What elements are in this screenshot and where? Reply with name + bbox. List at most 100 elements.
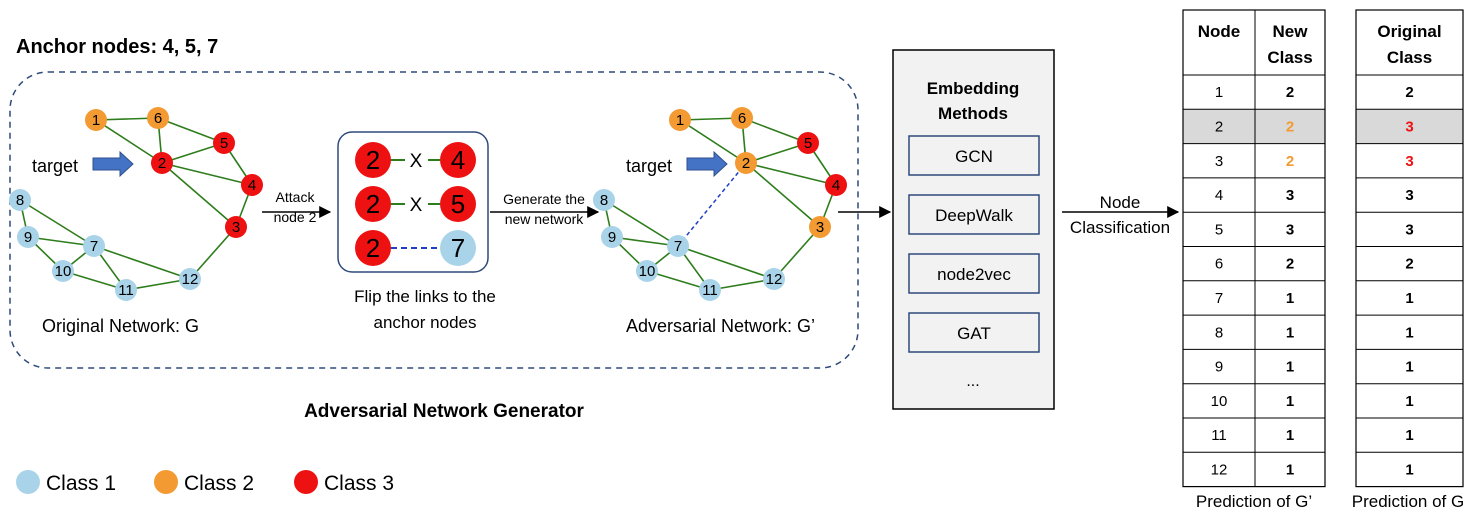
cell-node-7: 7	[1215, 290, 1223, 307]
node-circle	[593, 189, 615, 211]
method-gat: GAT	[908, 312, 1040, 353]
graph-node-9: 9	[601, 226, 623, 248]
node-label: 2	[742, 155, 750, 172]
graph-node-4: 4	[241, 174, 263, 196]
added-edge-7-2	[677, 162, 747, 247]
graph-node-1: 1	[85, 109, 107, 131]
node-label: 3	[816, 219, 824, 236]
cell-original-class-6: 2	[1405, 256, 1413, 273]
method-label: GCN	[955, 147, 993, 166]
graph-node-3: 3	[225, 216, 247, 238]
cell-new-class-8: 1	[1286, 324, 1294, 341]
edge-3-12	[189, 226, 237, 280]
node-circle	[9, 189, 31, 211]
cell-new-class-5: 3	[1286, 221, 1294, 238]
cell-new-class-1: 2	[1286, 84, 1294, 101]
method-label: DeepWalk	[935, 206, 1013, 225]
cell-node-10: 10	[1211, 393, 1228, 410]
node-label: 5	[804, 135, 812, 152]
cell-node-12: 12	[1211, 461, 1228, 478]
graph-node-5: 5	[213, 132, 235, 154]
node-label: 12	[766, 271, 783, 288]
graph-node-4: 4	[825, 174, 847, 196]
graph-node-6: 6	[147, 107, 169, 129]
legend-item-1: Class 1	[16, 470, 116, 495]
node-circle	[225, 216, 247, 238]
cell-node-11: 11	[1211, 427, 1227, 444]
graph-node-7: 7	[83, 235, 105, 257]
legend-swatch	[294, 470, 318, 494]
legend-label: Class 3	[324, 472, 394, 495]
node-label: 11	[702, 282, 718, 299]
attack-label-line2: node 2	[274, 209, 317, 225]
anchor-nodes-heading: Anchor nodes: 4, 5, 7	[16, 36, 218, 58]
edge-2-3	[745, 162, 821, 228]
original-network-label: Original Network: G	[42, 316, 199, 336]
cell-new-class-11: 1	[1286, 427, 1294, 444]
node-circle	[763, 268, 785, 290]
node-classification-line1: Node	[1100, 193, 1141, 212]
edge-7-12	[93, 245, 191, 280]
node-label: 1	[92, 112, 100, 129]
edge-6-5	[741, 117, 809, 144]
cell-node-3: 3	[1215, 153, 1223, 170]
node-circle	[699, 279, 721, 301]
node-label: 7	[90, 238, 98, 255]
node-circle	[147, 107, 169, 129]
node-label: 4	[248, 177, 256, 194]
cell-original-class-3: 3	[1405, 153, 1413, 170]
node-label: 8	[16, 192, 24, 209]
flip-target-node	[355, 230, 391, 266]
node-label: 10	[639, 263, 656, 280]
graph-node-7: 7	[667, 235, 689, 257]
node-classification-line2: Classification	[1070, 218, 1170, 237]
flip-cross-symbol: X	[410, 151, 423, 172]
flip-node-label: 5	[451, 189, 465, 219]
graph-node-8: 8	[593, 189, 615, 211]
new-table-caption: Prediction of G’	[1196, 492, 1312, 511]
node-label: 12	[182, 271, 199, 288]
cell-original-class-1: 2	[1405, 84, 1413, 101]
node-label: 1	[676, 112, 684, 129]
cell-original-class-7: 1	[1405, 290, 1413, 307]
node-circle	[797, 132, 819, 154]
method-box	[908, 194, 1040, 235]
graph-node-6: 6	[731, 107, 753, 129]
target-arrow-adversarial	[686, 150, 728, 178]
embedding-title-line1: Embedding	[927, 79, 1020, 98]
cell-node-8: 8	[1215, 324, 1223, 341]
node-label: 11	[118, 282, 134, 299]
node-label: 7	[674, 238, 682, 255]
graph-node-8: 8	[9, 189, 31, 211]
node-label: 2	[158, 155, 166, 172]
node-circle	[809, 216, 831, 238]
embedding-title-line2: Methods	[938, 104, 1008, 123]
node-circle	[115, 279, 137, 301]
graph-node-9: 9	[17, 226, 39, 248]
flip-node-label: 2	[366, 189, 380, 219]
cell-new-class-10: 1	[1286, 393, 1294, 410]
node-circle	[731, 107, 753, 129]
graph-node-2: 2	[735, 152, 757, 174]
table-border	[1182, 9, 1326, 488]
legend-label: Class 2	[184, 472, 254, 495]
node-label: 9	[608, 229, 616, 246]
edge-6-5	[157, 117, 225, 144]
target-label-original: target	[32, 156, 78, 176]
legend-label: Class 1	[46, 472, 116, 495]
cell-original-class-10: 1	[1405, 393, 1413, 410]
flip-anchor-node	[440, 186, 476, 222]
method-label: GAT	[957, 324, 991, 343]
node-circle	[735, 152, 757, 174]
adversarial-network-graph: 1 6 2 5 4 3 8 9 7 10 11 12	[593, 107, 847, 301]
legend-item-3: Class 3	[294, 470, 394, 495]
cell-original-class-11: 1	[1405, 427, 1413, 444]
